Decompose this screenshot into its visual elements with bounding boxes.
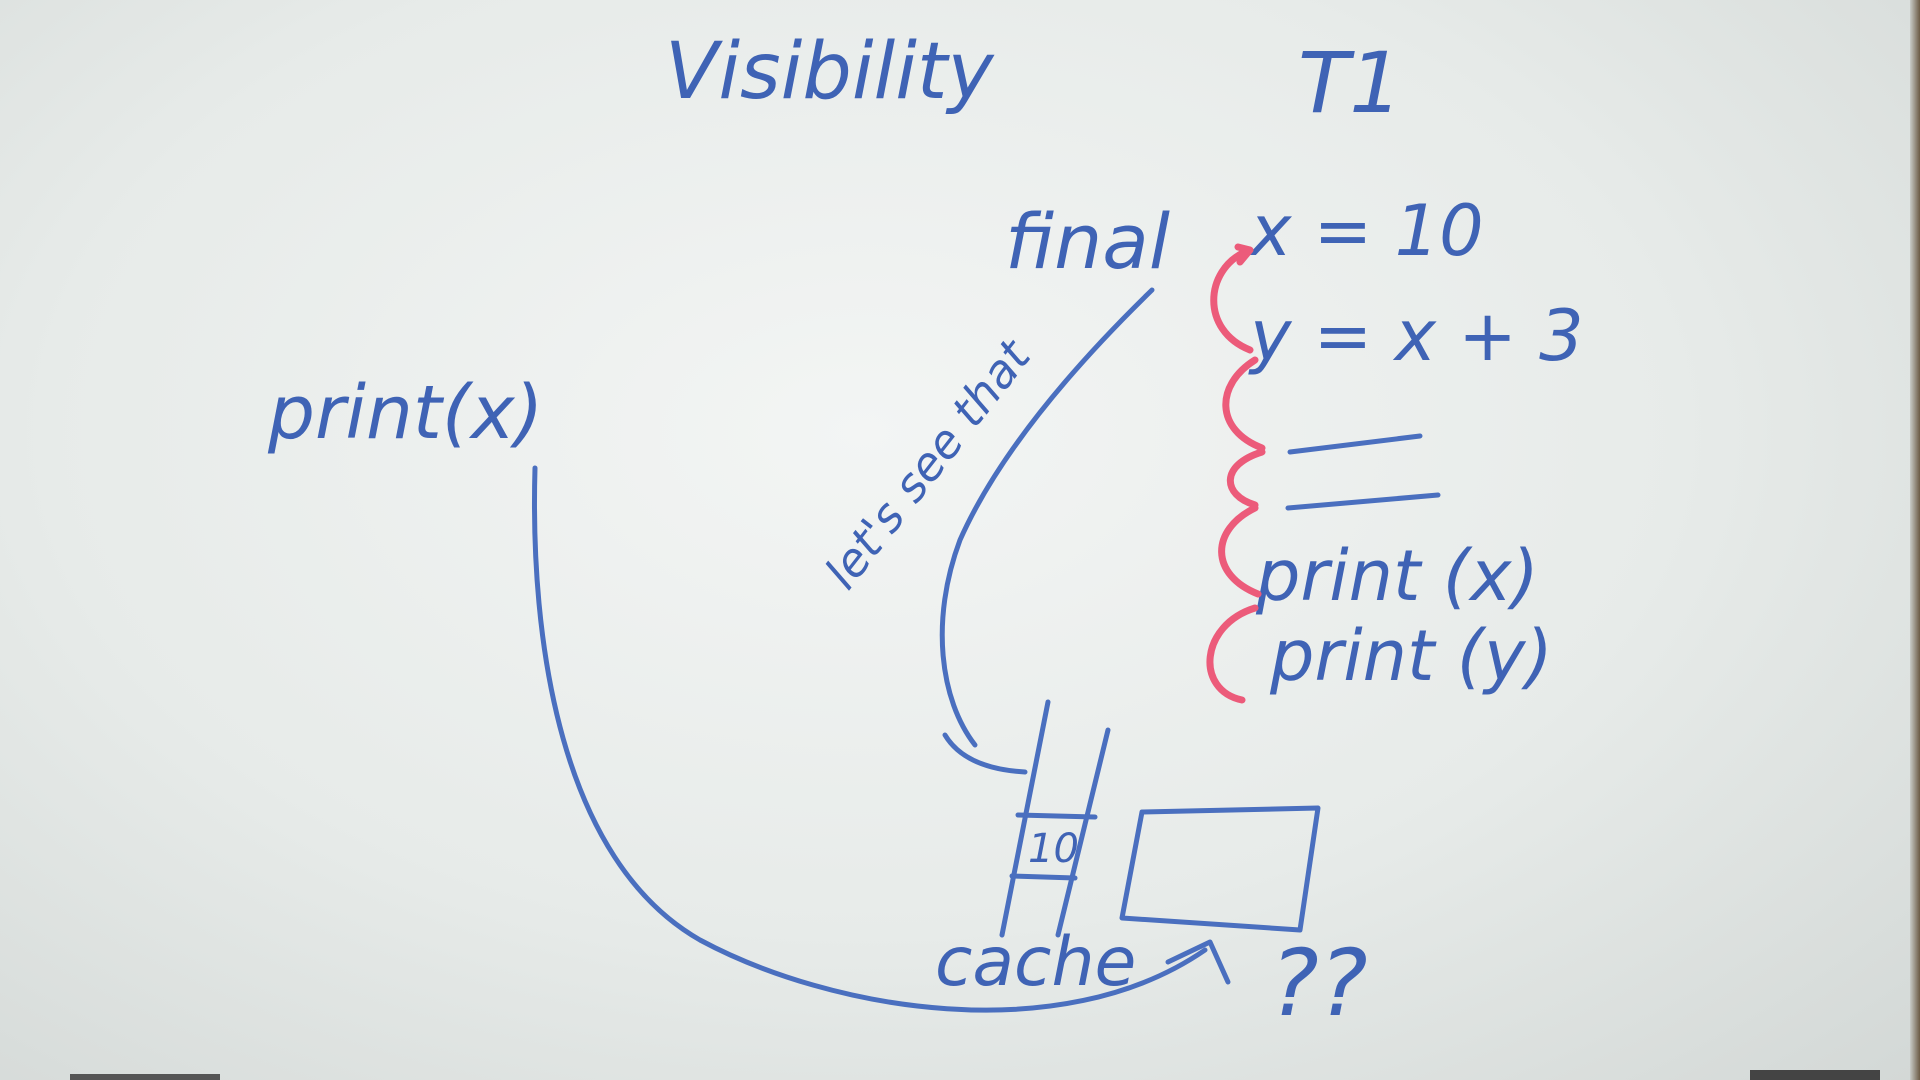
code-line-3: print (x) bbox=[1255, 535, 1539, 617]
reorder-arrow-1 bbox=[1210, 248, 1254, 354]
final-label: final bbox=[1005, 197, 1170, 286]
reorder-arrows bbox=[1206, 243, 1266, 704]
blank-line-2 bbox=[1285, 492, 1441, 511]
cache-label: cache bbox=[935, 923, 1136, 1002]
title: Visibility bbox=[665, 27, 995, 117]
empty-memory-box bbox=[1119, 805, 1321, 933]
question-marks: ?? bbox=[1270, 930, 1368, 1037]
code-line-4: print (y) bbox=[1269, 615, 1553, 697]
blank-line-1 bbox=[1287, 433, 1423, 455]
code-line-2: y = x + 3 bbox=[1248, 295, 1584, 377]
marker-tray-right bbox=[1750, 1070, 1880, 1080]
left-print-statement: print(x) bbox=[267, 370, 543, 456]
code-line-1: x = 10 bbox=[1248, 190, 1484, 272]
cache-stack bbox=[999, 699, 1111, 938]
read-arrow-head bbox=[1165, 939, 1231, 985]
thread-label: T1 bbox=[1298, 34, 1403, 132]
lets-see-that-label: let's see that bbox=[814, 328, 1042, 598]
read-arrow-curve bbox=[532, 465, 1208, 1013]
cache-value: 10 bbox=[1028, 826, 1079, 872]
board-frame-edge bbox=[1910, 0, 1920, 1080]
final-to-cache-curve bbox=[939, 287, 1155, 748]
cache-entry-hook bbox=[942, 732, 1028, 775]
marker-tray-left bbox=[70, 1074, 220, 1080]
